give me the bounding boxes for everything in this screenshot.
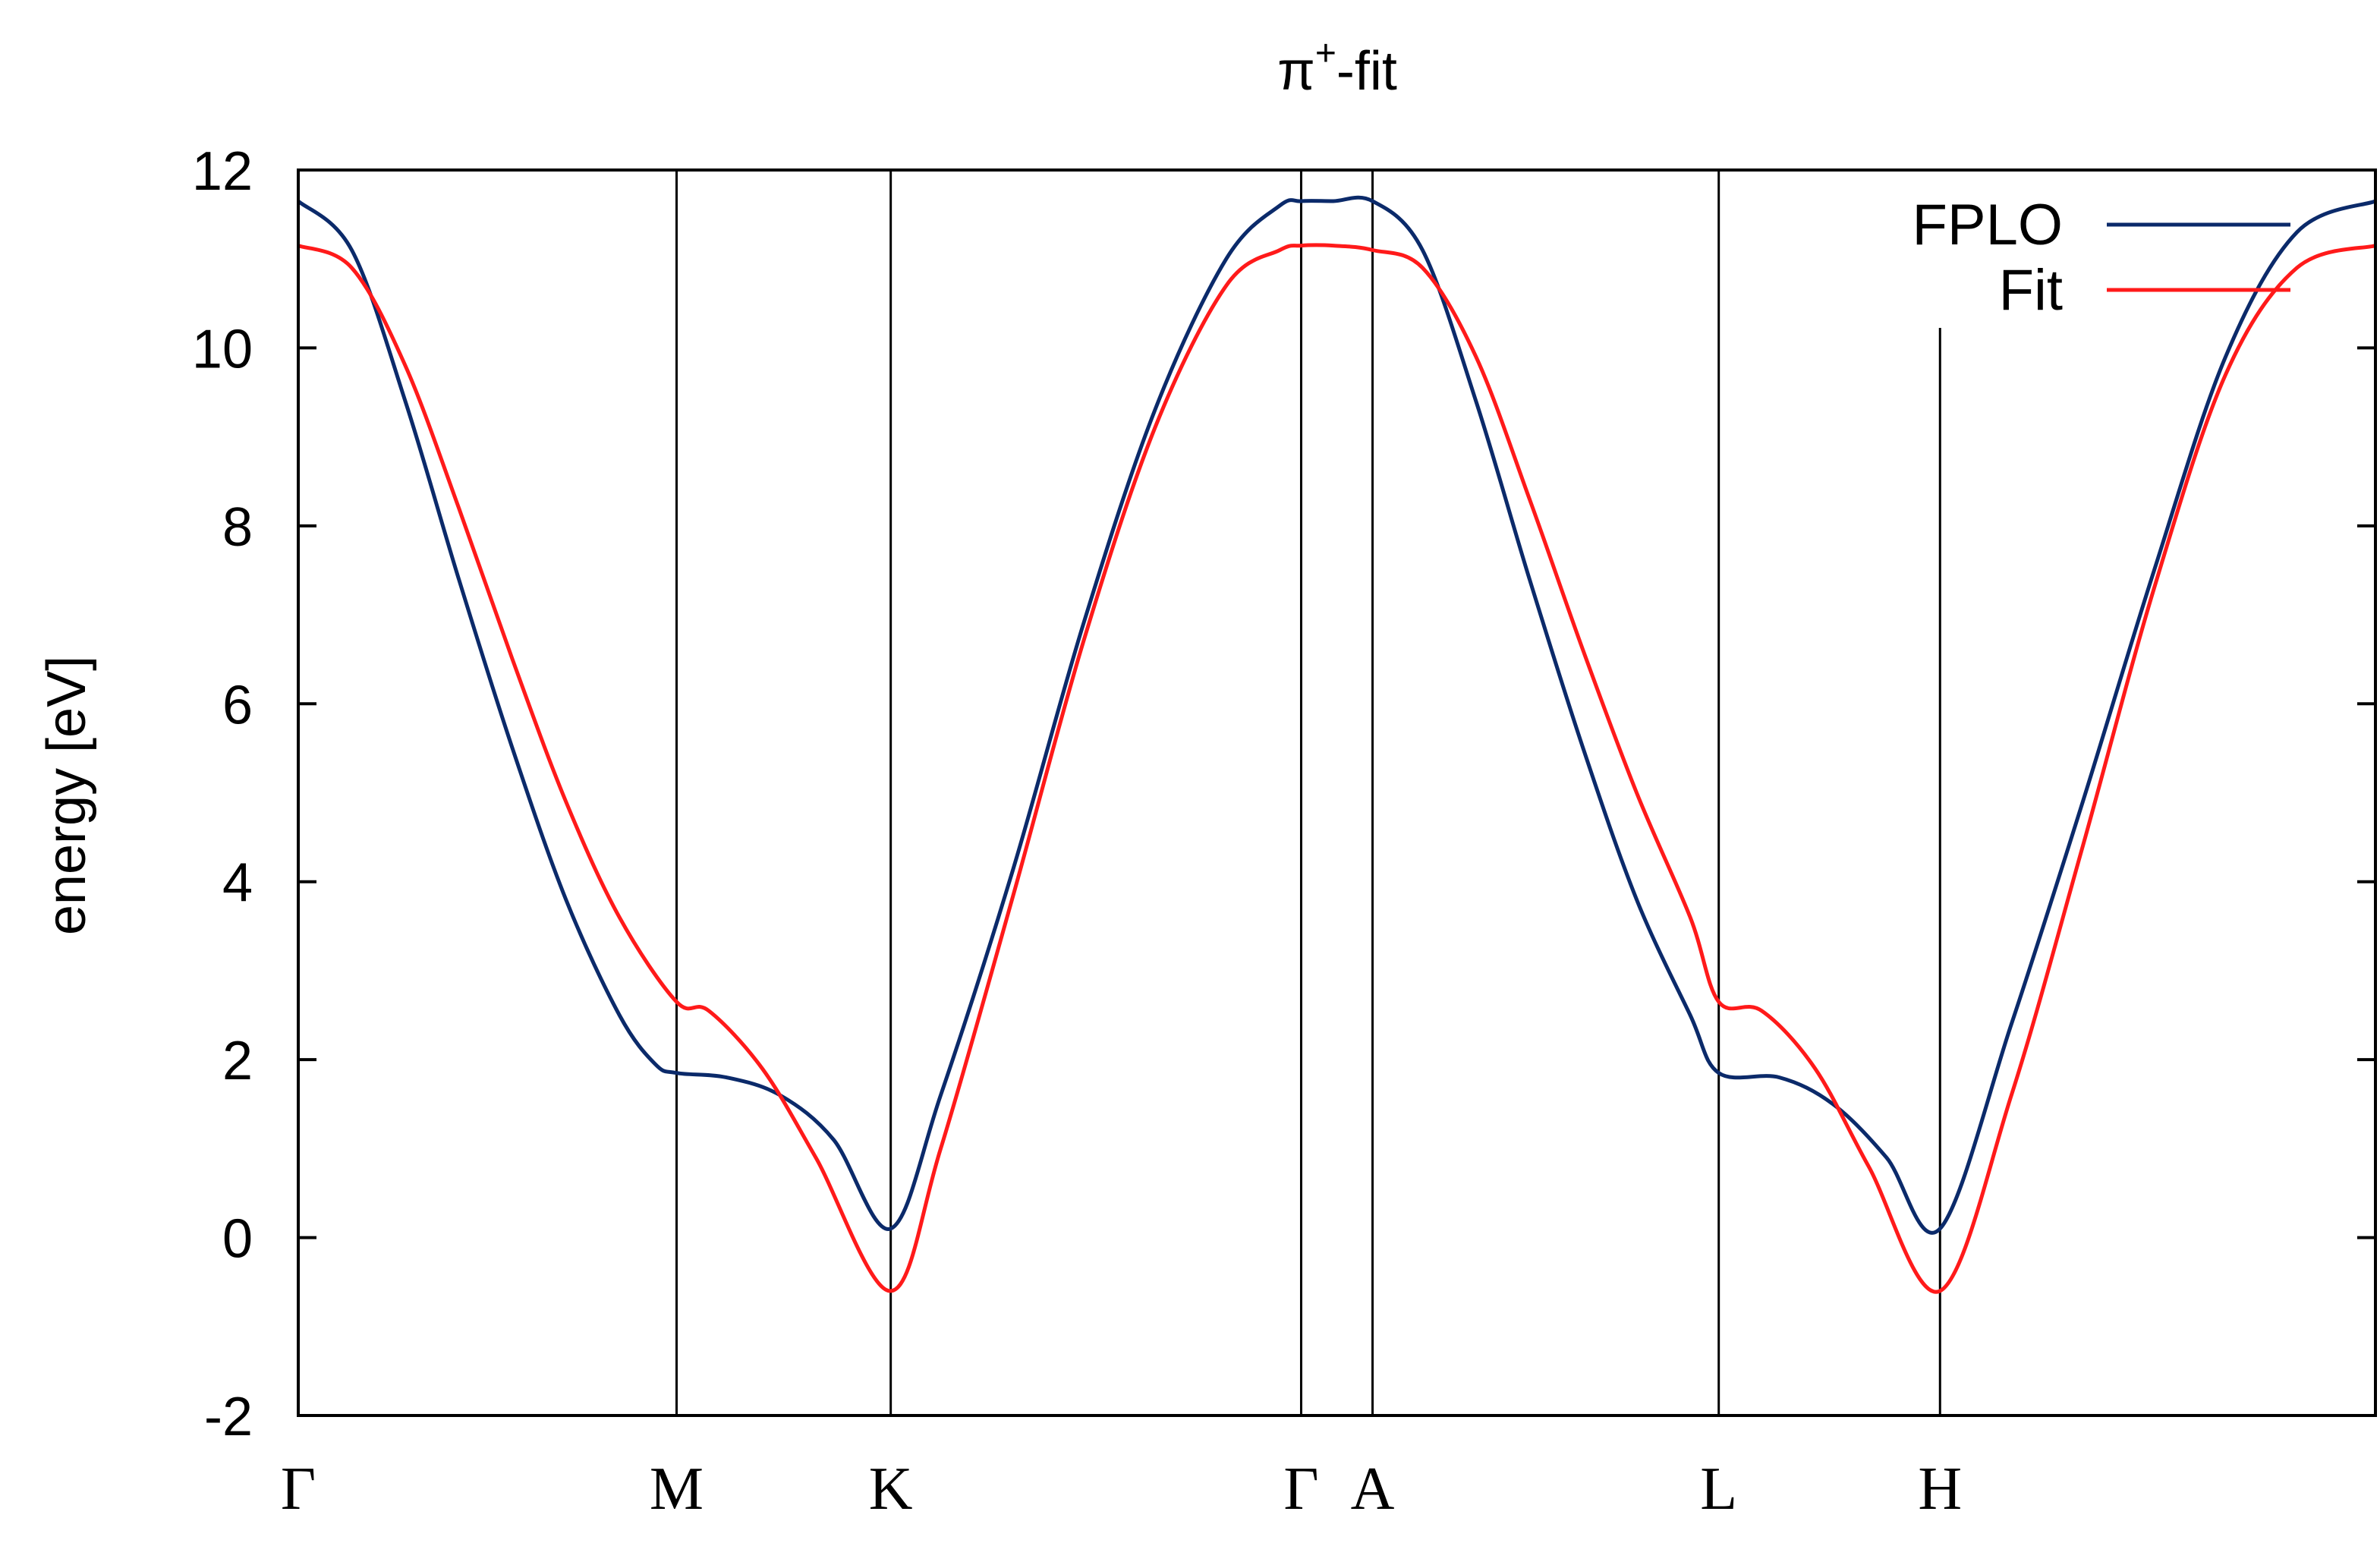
y-tick-label: 10 bbox=[192, 319, 253, 379]
y-tick-label: 0 bbox=[222, 1209, 253, 1270]
x-tick-label: A bbox=[1351, 1456, 1395, 1523]
ticks-layer: -2 0 2 4 6 8 10 12 bbox=[192, 141, 2375, 1447]
y-tick-label: -2 bbox=[204, 1387, 253, 1447]
x-tick-label: K bbox=[869, 1456, 913, 1523]
x-tick-label: H bbox=[1918, 1456, 1962, 1523]
y-tick-label: 6 bbox=[222, 675, 253, 735]
y-tick-label: 12 bbox=[192, 141, 253, 202]
x-tick-label: Γ bbox=[1283, 1456, 1318, 1523]
x-tick-label: Γ bbox=[281, 1456, 316, 1523]
series-line-fit bbox=[298, 243, 2376, 1294]
chart-title-superscript: + bbox=[1315, 33, 1336, 74]
chart-title: π+-fit bbox=[1277, 33, 1397, 102]
plot-frame bbox=[297, 168, 2377, 1417]
y-tick-label: 4 bbox=[222, 853, 253, 914]
x-tick-label: L bbox=[1700, 1456, 1737, 1523]
chart-title-base: π bbox=[1277, 41, 1315, 102]
series-layer bbox=[297, 195, 2376, 1294]
y-tick-label: 2 bbox=[222, 1031, 253, 1091]
legend-label: FPLO bbox=[1912, 193, 2064, 257]
y-tick-label: 8 bbox=[222, 497, 253, 558]
chart-title-suffix: -fit bbox=[1336, 41, 1397, 102]
y-axis-label: energy [eV] bbox=[36, 656, 97, 935]
x-tick-label: M bbox=[650, 1456, 704, 1523]
legend-label: Fit bbox=[1999, 258, 2063, 323]
series-line-fplo bbox=[297, 195, 2376, 1235]
